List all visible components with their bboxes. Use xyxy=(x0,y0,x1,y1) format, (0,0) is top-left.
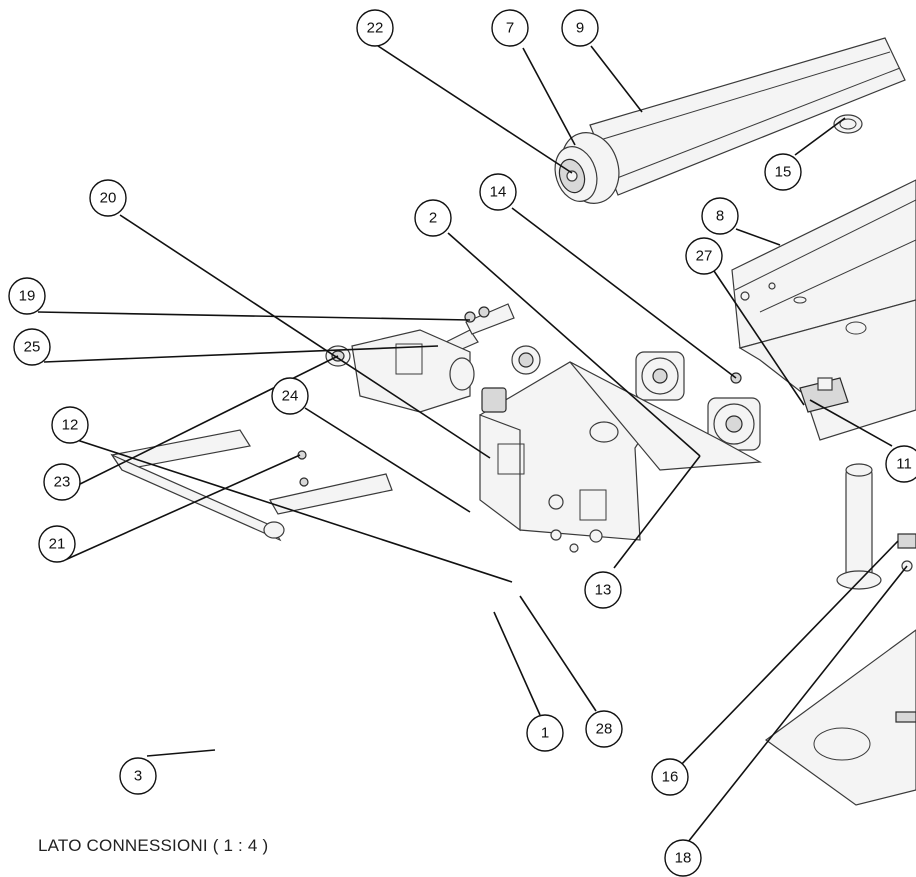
frame-8 xyxy=(731,179,916,441)
grommet-28 xyxy=(511,345,541,375)
plate-18 xyxy=(764,629,916,806)
end-cap-7 xyxy=(554,132,620,204)
svg-text:23: 23 xyxy=(54,474,71,491)
svg-text:20: 20 xyxy=(100,190,117,207)
svg-text:22: 22 xyxy=(367,20,384,37)
fan-upper xyxy=(635,351,685,401)
callout-3: 3 xyxy=(119,757,157,795)
svg-text:7: 7 xyxy=(506,20,514,37)
connector-housing-12 xyxy=(351,329,475,413)
callout-2: 2 xyxy=(414,199,452,237)
svg-text:28: 28 xyxy=(596,721,613,738)
callout-11: 11 xyxy=(885,445,916,483)
svg-text:8: 8 xyxy=(716,208,724,225)
callout-9: 9 xyxy=(561,9,599,47)
tube-16 xyxy=(836,463,882,590)
view-caption: LATO CONNESSIONI ( 1 : 4 ) xyxy=(38,836,269,855)
callout-20: 20 xyxy=(89,179,127,217)
svg-text:15: 15 xyxy=(775,164,792,181)
callout-1: 1 xyxy=(526,714,564,752)
svg-text:14: 14 xyxy=(490,184,507,201)
svg-text:2: 2 xyxy=(429,210,437,227)
callout-23: 23 xyxy=(43,463,81,501)
bracket-27-11 xyxy=(799,377,849,413)
callout-7: 7 xyxy=(491,9,529,47)
svg-text:24: 24 xyxy=(282,388,299,405)
callout-21: 21 xyxy=(38,525,76,563)
fan-lower xyxy=(707,397,761,451)
svg-text:11: 11 xyxy=(896,456,912,473)
svg-text:19: 19 xyxy=(19,288,36,305)
callout-28: 28 xyxy=(585,710,623,748)
connector-insert-1 xyxy=(481,387,507,413)
svg-text:9: 9 xyxy=(576,20,584,37)
callout-27: 27 xyxy=(685,237,723,275)
callout-16: 16 xyxy=(651,758,689,796)
callout-19: 19 xyxy=(8,277,46,315)
roller-tube-9 xyxy=(589,37,906,196)
ring-15 xyxy=(833,114,863,134)
svg-text:12: 12 xyxy=(62,417,79,434)
callout-22: 22 xyxy=(356,9,394,47)
svg-text:16: 16 xyxy=(662,769,679,786)
callout-15: 15 xyxy=(764,153,802,191)
svg-text:18: 18 xyxy=(675,850,692,867)
callout-13: 13 xyxy=(584,571,622,609)
callout-25: 25 xyxy=(13,328,51,366)
svg-text:3: 3 xyxy=(134,768,142,785)
svg-text:1: 1 xyxy=(541,725,549,742)
block-16-18 xyxy=(897,533,916,572)
svg-text:25: 25 xyxy=(24,339,41,356)
callout-12: 12 xyxy=(51,406,89,444)
svg-text:21: 21 xyxy=(49,536,66,553)
callout-14: 14 xyxy=(479,173,517,211)
callout-8: 8 xyxy=(701,197,739,235)
svg-text:13: 13 xyxy=(595,582,612,599)
connection-box-2 xyxy=(479,361,763,553)
callout-18: 18 xyxy=(664,839,702,877)
leader-lines xyxy=(37,43,908,843)
callout-24: 24 xyxy=(271,377,309,415)
svg-text:27: 27 xyxy=(696,248,713,265)
